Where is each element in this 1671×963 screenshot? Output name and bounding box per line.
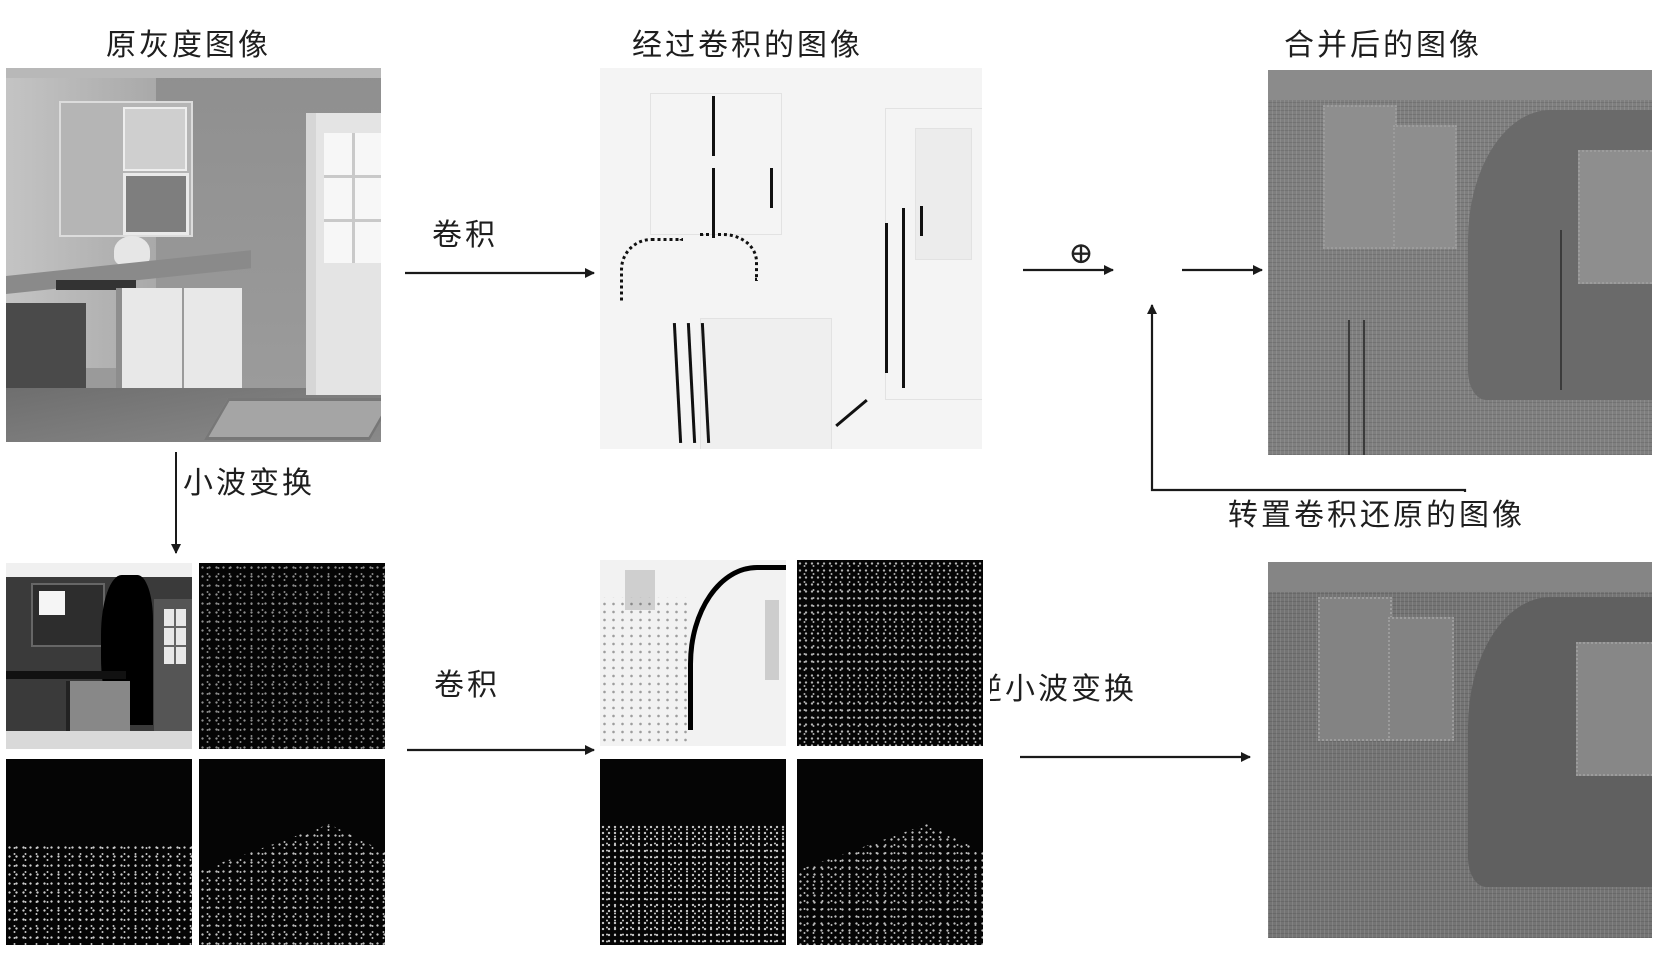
edge-fragment [686,323,697,443]
restored-image [1268,562,1652,938]
title-convolved-image: 经过卷积的图像 [632,28,863,63]
base-cabinet-outline [700,318,832,449]
edge-fragment [712,168,715,238]
merge-operator: ⊕ [1068,236,1094,271]
rug [203,398,381,440]
subband-hl [6,759,192,945]
upper-cabinet [59,101,193,237]
edge-fragment [672,323,683,443]
edge-fragment [885,223,888,373]
edge-fragment [770,168,773,208]
door-window-region [1576,642,1652,776]
cabinet-region [1323,105,1397,249]
wall-region [1268,562,1652,592]
edge-line [1348,320,1350,455]
conv-subband-hl [600,759,786,945]
conv-subband-hh [797,759,983,945]
title-restored-image: 转置卷积还原的图像 [1228,498,1525,533]
faucet-edge [620,238,683,301]
convolved-subbands-grid [600,560,990,948]
wall-region [1268,70,1652,100]
label-wavelet-transform: 小波变换 [183,466,315,501]
original-grayscale-image [6,68,381,442]
label-convolution-bottom: 卷积 [434,668,500,703]
subband-ll [6,563,192,749]
cabinet-outline [650,93,782,235]
kettle-edge [700,233,758,281]
cabinet-region [1393,125,1457,249]
edge-fragment [835,398,868,428]
subband-hh [199,759,385,945]
label-convolution-top: 卷积 [432,218,498,253]
ceiling [6,68,381,78]
door-window-region [1578,150,1652,284]
sink [56,280,136,290]
door [306,113,381,395]
wavelet-subbands-grid [6,563,391,948]
subband-lh [199,563,385,749]
arrow-restored-to-merge [1147,304,1467,492]
convolved-image [600,68,982,449]
title-merged-image: 合并后的图像 [1284,28,1482,63]
cabinet-region [1318,597,1392,741]
cabinet-region [1388,617,1454,741]
edge-fragment [902,208,905,388]
label-inverse-wavelet: 逆小波变换 [972,672,1137,707]
merged-image [1268,70,1652,455]
edge-fragment [920,206,923,236]
conv-subband-lh [797,560,983,746]
conv-subband-ll [600,560,786,746]
door-window [915,128,972,260]
edge-line [1560,230,1562,390]
title-original-image: 原灰度图像 [106,28,271,63]
edge-fragment [712,96,715,156]
edge-line [1363,320,1365,455]
